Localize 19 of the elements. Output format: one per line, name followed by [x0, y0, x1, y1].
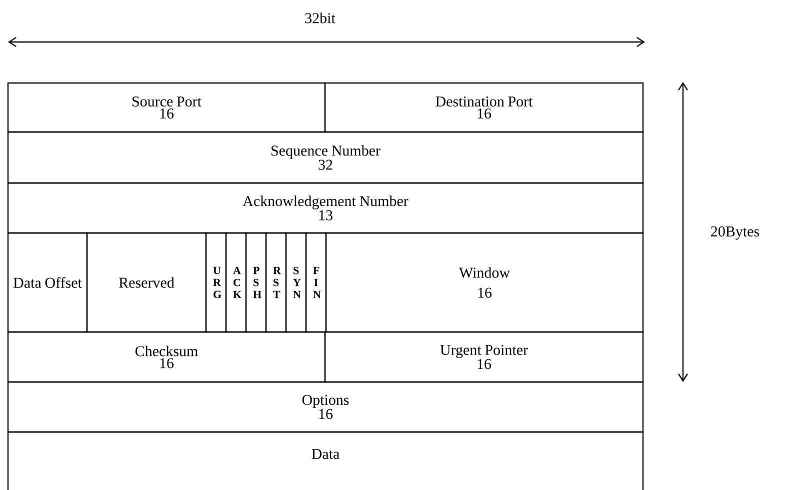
field-cell: Checksum 16: [7, 331, 326, 383]
flag-cell: U R G: [205, 232, 227, 333]
field-cell: Source Port 16: [7, 82, 326, 133]
field-cell: Destination Port 16: [324, 82, 644, 133]
flag-cell: S Y N: [285, 232, 307, 333]
field-cell: Urgent Pointer 16: [324, 331, 644, 383]
field-cell: Window 16: [325, 232, 644, 333]
flag-cell: A C K: [225, 232, 247, 333]
field-cell: Data: [7, 431, 644, 490]
flag-cell: R S T: [265, 232, 287, 333]
field-cell: Acknowledgement Number 13: [7, 182, 644, 234]
field-cell: Sequence Number 32: [7, 131, 644, 184]
field-cell: Data Offset: [7, 232, 88, 333]
flag-cell: F I N: [305, 232, 327, 333]
field-cell: Options 16: [7, 381, 644, 433]
flag-cell: P S H: [245, 232, 267, 333]
dimension-label: 32bit: [305, 12, 336, 24]
dimension-label: 20Bytes: [711, 226, 760, 240]
field-cell: Reserved: [86, 232, 207, 333]
